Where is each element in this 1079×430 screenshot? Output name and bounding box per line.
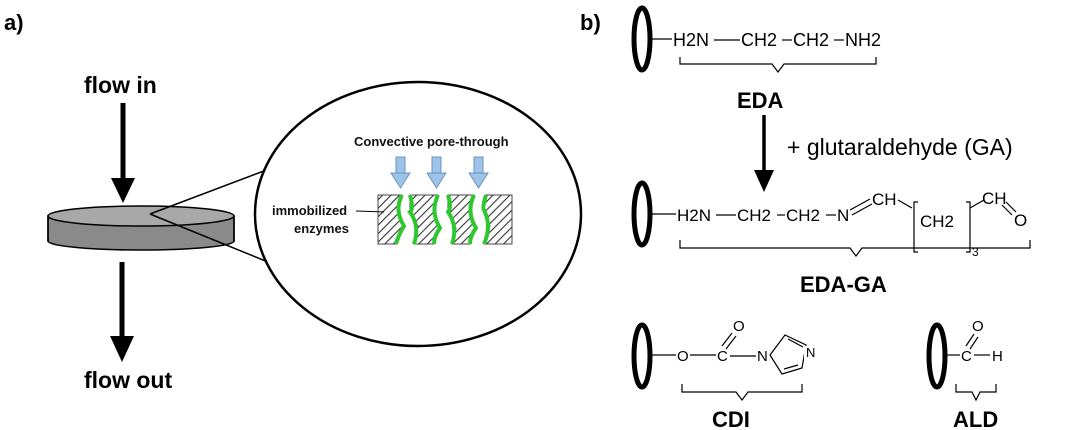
enzyme-layer — [394, 194, 407, 245]
inset-pointer — [355, 210, 385, 213]
edaga-ch2-2: CH2 — [786, 206, 820, 225]
repeat-bracket-right — [966, 201, 971, 253]
reagent-label: + glutaraldehyde (GA) — [787, 134, 1013, 160]
ald-bracket — [955, 384, 997, 402]
membrane-disk — [47, 205, 235, 251]
porous-membrane — [377, 194, 513, 245]
ald-o: O — [972, 318, 984, 335]
support-bead — [926, 322, 948, 390]
eda-structure: H2N CH2 CH2 NH2 — [631, 5, 881, 73]
cdi-o: O — [677, 348, 689, 365]
enzyme-layer — [481, 194, 490, 245]
edaga-label: EDA-GA — [800, 272, 887, 297]
reaction-arrow — [754, 115, 774, 192]
blue-arrow-1 — [390, 156, 411, 189]
edaga-ch2-repeat: CH2 — [920, 212, 954, 231]
inset-title: Convective pore-through — [354, 134, 509, 149]
cdi-n2: N — [806, 345, 815, 360]
support-bead — [631, 180, 653, 248]
eda-h2n: H2N — [673, 30, 709, 50]
cdi-carbonyl-o: O — [733, 318, 745, 335]
flow-in-label: flow in — [84, 72, 157, 98]
inset-label-line2: enzymes — [294, 221, 349, 236]
flow-arrows-blue — [390, 156, 489, 189]
edaga-bracket — [679, 240, 1031, 257]
edaga-n: N — [837, 206, 849, 225]
blue-arrow-3 — [468, 156, 489, 189]
edaga-h2n: H2N — [677, 206, 711, 225]
cdi-label: CDI — [712, 407, 750, 430]
enzyme-layer — [468, 194, 479, 245]
edaga-aldehyde-ch: CH — [982, 189, 1007, 208]
panel-b-label: b) — [580, 10, 601, 35]
eda-ch2-1: CH2 — [741, 30, 777, 50]
cdi-structure: O C O N N — [631, 318, 818, 401]
support-bead — [631, 322, 653, 390]
flow-in-arrow — [111, 103, 135, 203]
ald-structure: C O H — [926, 318, 1003, 402]
repeat-bracket-left — [913, 201, 918, 253]
ald-label: ALD — [953, 407, 998, 430]
blue-arrow-2 — [426, 156, 447, 189]
eda-label: EDA — [737, 88, 784, 113]
ald-h: H — [992, 348, 1003, 365]
panel-a-label: a) — [4, 10, 24, 35]
ald-c: C — [961, 348, 972, 365]
inset-label-line1: immobilized — [272, 203, 347, 218]
eda-bracket — [679, 57, 877, 73]
edaga-ch: CH — [872, 190, 897, 209]
enzyme-layer — [432, 194, 443, 245]
cdi-n1: N — [757, 348, 768, 365]
eda-ch2-2: CH2 — [793, 30, 829, 50]
enzyme-layer — [407, 194, 419, 245]
panel-b: b) H2N CH2 CH2 NH2 EDA + glutaraldehyde … — [580, 5, 1031, 430]
enzyme-layer — [445, 194, 457, 245]
flow-out-arrow — [110, 262, 134, 362]
flow-out-label: flow out — [84, 367, 172, 393]
eda-ga-structure: H2N CH2 CH2 N CH CH2 3 CH O — [631, 180, 1031, 259]
edaga-aldehyde-o: O — [1014, 211, 1027, 230]
cdi-c: C — [717, 348, 728, 365]
edaga-ch2-1: CH2 — [737, 206, 771, 225]
edaga-repeat-count: 3 — [972, 245, 979, 259]
support-bead — [631, 5, 653, 73]
eda-nh2: NH2 — [845, 30, 881, 50]
panel-a: a) flow in flow out Convective pore-thro… — [4, 10, 583, 393]
cdi-bracket — [681, 384, 803, 401]
